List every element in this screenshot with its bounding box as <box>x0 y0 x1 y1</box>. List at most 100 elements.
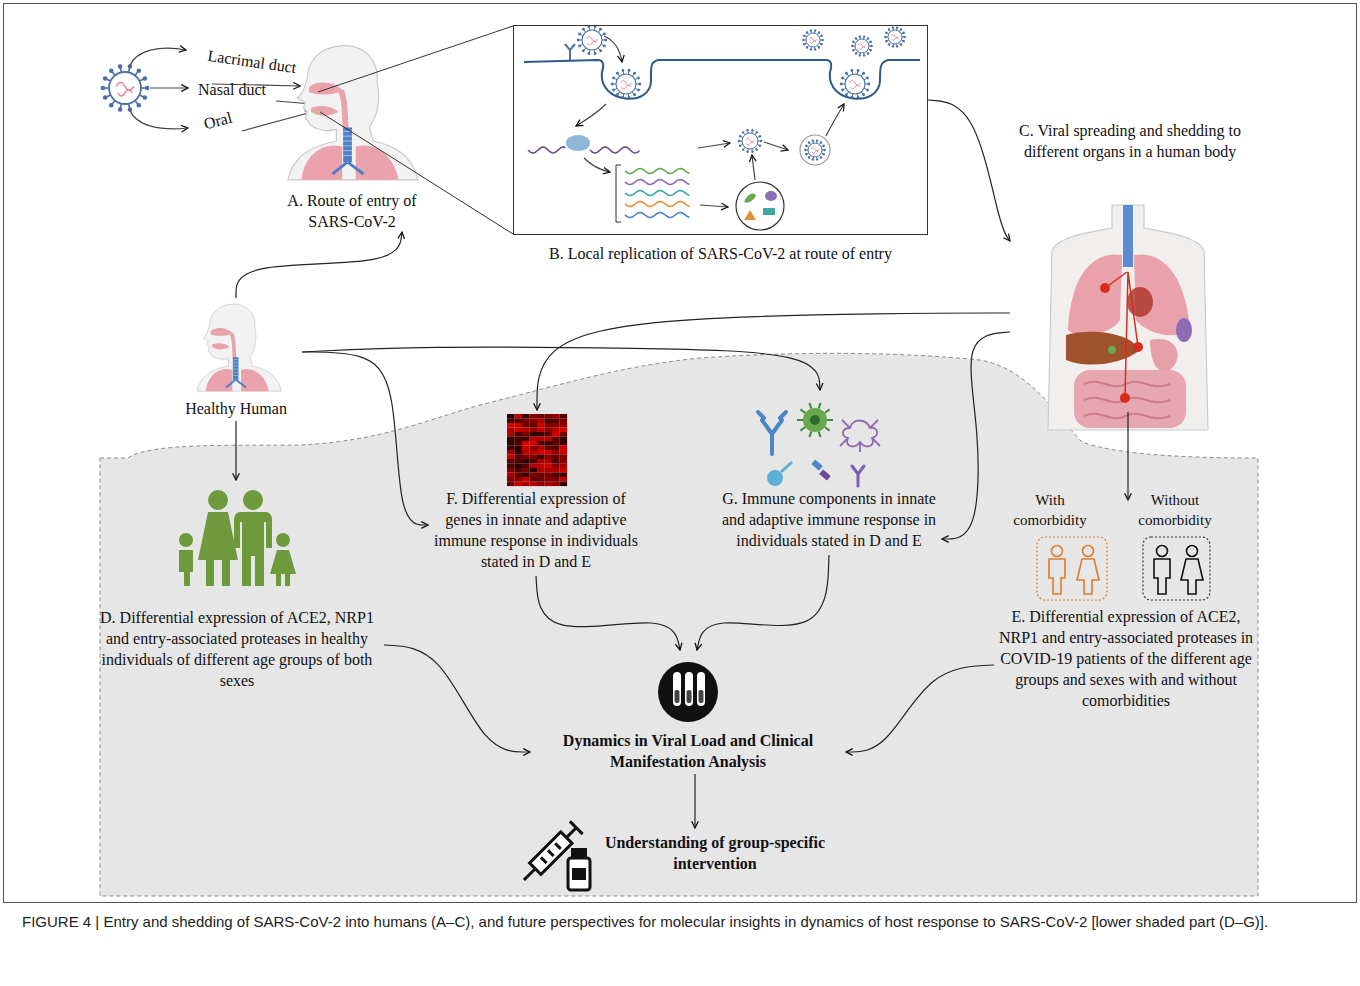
figure-frame <box>4 4 1357 903</box>
human-body-organs <box>1048 205 1208 430</box>
replication-cycle <box>862 72 865 75</box>
head-airway-figure <box>309 83 343 95</box>
replication-cycle <box>892 26 894 28</box>
comorbidity-icons <box>1181 559 1203 594</box>
heatmap <box>560 473 568 478</box>
replication-cycle <box>565 44 575 60</box>
replication-cycle <box>812 158 814 160</box>
heatmap <box>560 464 568 469</box>
heatmap <box>545 428 553 433</box>
heatmap <box>552 446 560 451</box>
heatmap <box>537 432 545 437</box>
pointer-arrow <box>584 158 610 172</box>
heatmap <box>560 482 568 487</box>
replication-cycle <box>612 77 615 80</box>
pointer-arrow <box>130 110 188 129</box>
replication-cycle <box>587 37 598 46</box>
immune-icons <box>852 466 864 486</box>
rna-strand <box>625 202 690 207</box>
heatmap <box>552 423 560 428</box>
test-tube-icon <box>687 690 692 703</box>
heatmap <box>522 455 530 460</box>
heatmap <box>560 468 568 473</box>
flow-connector <box>384 645 530 752</box>
human-body-organs <box>1100 283 1110 293</box>
family-icon <box>243 490 263 510</box>
human-body-organs <box>1048 205 1208 430</box>
comorbidity-icons <box>1037 537 1107 600</box>
replication-cycle <box>855 39 869 53</box>
replication-cycle <box>744 194 756 203</box>
heatmap <box>537 446 545 451</box>
panel-node: Healthy Human <box>170 298 302 421</box>
replication-cycle <box>742 131 744 133</box>
heatmap <box>552 419 560 424</box>
replication-cycle <box>816 139 818 141</box>
test-tube-icon <box>658 662 718 722</box>
replication-cycle <box>841 89 844 92</box>
heatmap <box>515 423 523 428</box>
heatmap <box>552 455 560 460</box>
heatmap <box>522 419 530 424</box>
family-icon <box>179 550 193 586</box>
comorbidity-icons <box>1077 559 1099 594</box>
replication-cycle <box>805 153 807 155</box>
replication-cycle <box>821 39 823 41</box>
rna-strand <box>625 169 690 174</box>
node-text: C. Viral spreading and shedding to diffe… <box>1014 120 1246 162</box>
replication-cycle <box>616 72 619 75</box>
replication-cycle <box>566 135 590 151</box>
entry-routes <box>145 86 150 91</box>
route-label: Lacrimal duct <box>206 46 297 78</box>
heatmap <box>552 414 560 419</box>
replication-cycle <box>809 38 817 44</box>
replication-cycle <box>885 32 887 34</box>
heatmap <box>560 419 568 424</box>
healthy-human-figure <box>206 369 232 391</box>
rna-strand <box>625 180 690 185</box>
panel-node: D. Differential expression of ACE2, NRP1… <box>90 480 384 695</box>
replication-cycle <box>808 143 822 157</box>
heatmap <box>515 473 523 478</box>
flow-connector <box>302 352 428 525</box>
healthy-human-figure <box>212 343 230 349</box>
heatmap <box>552 482 560 487</box>
replication-cycle <box>603 45 606 48</box>
heatmap <box>507 455 515 460</box>
replication-cycle <box>594 52 597 55</box>
healthy-human-figure <box>233 369 239 370</box>
heatmap <box>530 428 538 433</box>
comorbidity-icons <box>1052 546 1063 557</box>
bracket <box>616 165 621 222</box>
test-tube-icon <box>697 672 705 706</box>
heatmap <box>507 464 515 469</box>
comorbidity-icons <box>1049 559 1065 594</box>
replication-cycle <box>582 49 585 52</box>
pointer-arrow <box>700 205 728 207</box>
heatmap <box>537 473 545 478</box>
replication-cycle <box>855 37 857 39</box>
heatmap <box>530 423 538 428</box>
heatmap <box>515 482 523 487</box>
heatmap <box>507 473 515 478</box>
replication-cycle <box>866 77 869 80</box>
heatmap <box>530 455 538 460</box>
family-icon <box>270 550 296 586</box>
comorbidity-icons <box>1154 559 1170 594</box>
heatmap <box>507 459 515 464</box>
replication-cycle <box>820 141 822 143</box>
heatmap <box>522 468 530 473</box>
heatmap <box>560 432 568 437</box>
family-icon <box>179 533 193 547</box>
replication-cycle <box>746 151 748 153</box>
virion-icon <box>611 69 641 99</box>
test-tube-icon <box>673 672 681 706</box>
heatmap <box>515 459 523 464</box>
flow-connector <box>235 421 236 480</box>
replication-cycle <box>841 77 844 80</box>
replication-cycle <box>588 52 591 55</box>
entry-routes <box>136 103 141 108</box>
replication-cycle <box>850 81 861 90</box>
heatmap <box>507 468 515 473</box>
